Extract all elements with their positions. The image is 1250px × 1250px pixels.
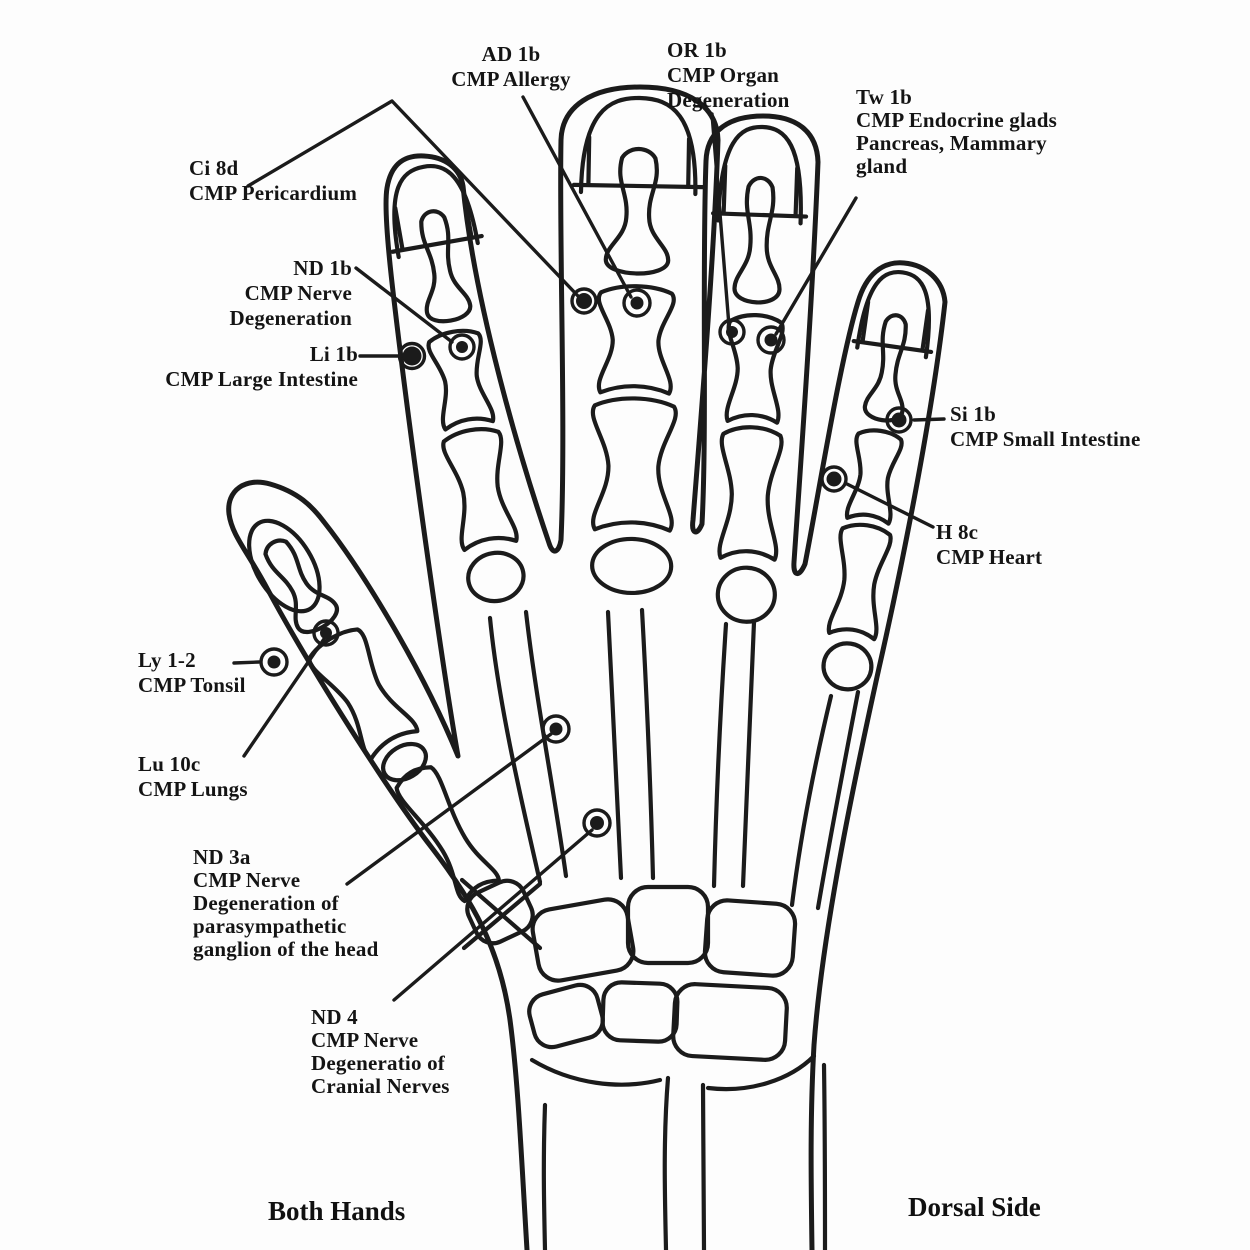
point-marker-ci-8d: [570, 287, 598, 315]
label-h-8c: H 8c CMP Heart: [936, 520, 1043, 569]
leader-ad-1b: [521, 95, 633, 299]
caption-dorsal-side: Dorsal Side: [908, 1192, 1041, 1222]
leader-lines: [232, 95, 946, 1002]
leader-tw-1b: [774, 196, 858, 336]
carpal-bones-group: [459, 877, 798, 1062]
label-ad-1b: AD 1b CMP Allergy: [451, 42, 571, 91]
label-or-1b: OR 1b CMP Organ Degeneration: [667, 38, 790, 112]
label-nd-4: ND 4 CMP Nerve Degeneratio of Cranial Ne…: [311, 1005, 450, 1098]
leader-h-8c: [845, 482, 935, 529]
leader-ly-1-2: [232, 660, 261, 665]
point-marker-lu-10c: [312, 619, 340, 647]
label-lu-10c: Lu 10c CMP Lungs: [138, 752, 248, 801]
leader-ci-8d: [246, 99, 580, 298]
point-marker-li-1b: [397, 341, 427, 371]
label-tw-1b: Tw 1b CMP Endocrine glads Pancreas, Mamm…: [856, 85, 1057, 178]
point-marker-or-1b: [718, 318, 746, 346]
point-markers: [259, 287, 913, 838]
metacarpal-bones-group: [487, 607, 861, 911]
label-ci-8d: Ci 8d CMP Pericardium: [189, 156, 358, 205]
leader-lu-10c: [242, 637, 326, 758]
point-marker-si-1b: [885, 406, 913, 434]
point-marker-ad-1b: [622, 288, 652, 318]
leader-nd-3a: [345, 732, 553, 886]
leader-or-1b: [710, 112, 731, 328]
label-si-1b: Si 1b CMP Small Intestine: [950, 402, 1141, 451]
point-marker-nd-4: [582, 808, 612, 838]
label-nd-1b: ND 1b CMP Nerve Degeneration: [229, 256, 352, 330]
label-ly-1-2: Ly 1-2 CMP Tonsil: [138, 648, 246, 697]
point-marker-ly-1-2: [259, 647, 289, 677]
leader-si-1b: [912, 417, 946, 422]
leader-nd-4: [392, 828, 594, 1002]
hand-outline: [226, 84, 948, 1250]
label-li-1b: Li 1b CMP Large Intestine: [165, 342, 358, 391]
leader-nd-1b: [354, 266, 454, 344]
caption-both-hands: Both Hands: [268, 1196, 406, 1226]
point-marker-tw-1b: [756, 325, 786, 355]
label-nd-3a: ND 3a CMP Nerve Degeneration of parasymp…: [193, 845, 379, 961]
point-marker-nd-1b: [448, 333, 476, 361]
point-marker-nd-3a: [541, 714, 571, 744]
point-marker-h-8c: [820, 465, 848, 493]
